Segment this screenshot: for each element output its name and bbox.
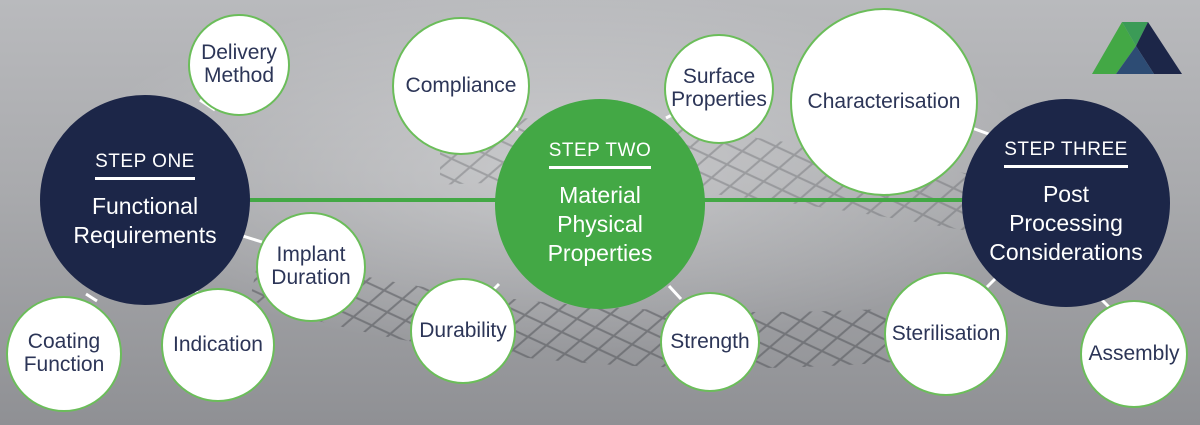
node-delivery-method: Delivery Method	[188, 14, 290, 116]
step-one-title: Functional Requirements	[73, 192, 217, 248]
node-implant-duration: Implant Duration	[256, 212, 366, 322]
step-three-label: STEP THREE	[1004, 139, 1128, 169]
node-surface-properties: Surface Properties	[664, 34, 774, 144]
step-one-label: STEP ONE	[95, 151, 195, 180]
node-durability: Durability	[410, 278, 516, 384]
step-two-label: STEP TWO	[548, 140, 652, 170]
step-three-title: Post Processing Considerations	[989, 181, 1143, 265]
node-characterisation: Characterisation	[790, 8, 978, 196]
node-coating-function: Coating Function	[6, 296, 122, 412]
node-assembly: Assembly	[1080, 300, 1188, 408]
node-indication: Indication	[161, 288, 275, 402]
node-compliance: Compliance	[392, 17, 530, 155]
step-three-circle: STEP THREE Post Processing Consideration…	[962, 99, 1170, 307]
node-strength: Strength	[660, 292, 760, 392]
step-two-title: Material Physical Properties	[547, 182, 653, 266]
node-sterilisation: Sterilisation	[884, 272, 1008, 396]
step-two-circle: STEP TWO Material Physical Properties	[495, 99, 705, 309]
triangle-logo-icon	[1092, 22, 1182, 74]
step-one-circle: STEP ONE Functional Requirements	[40, 95, 250, 305]
